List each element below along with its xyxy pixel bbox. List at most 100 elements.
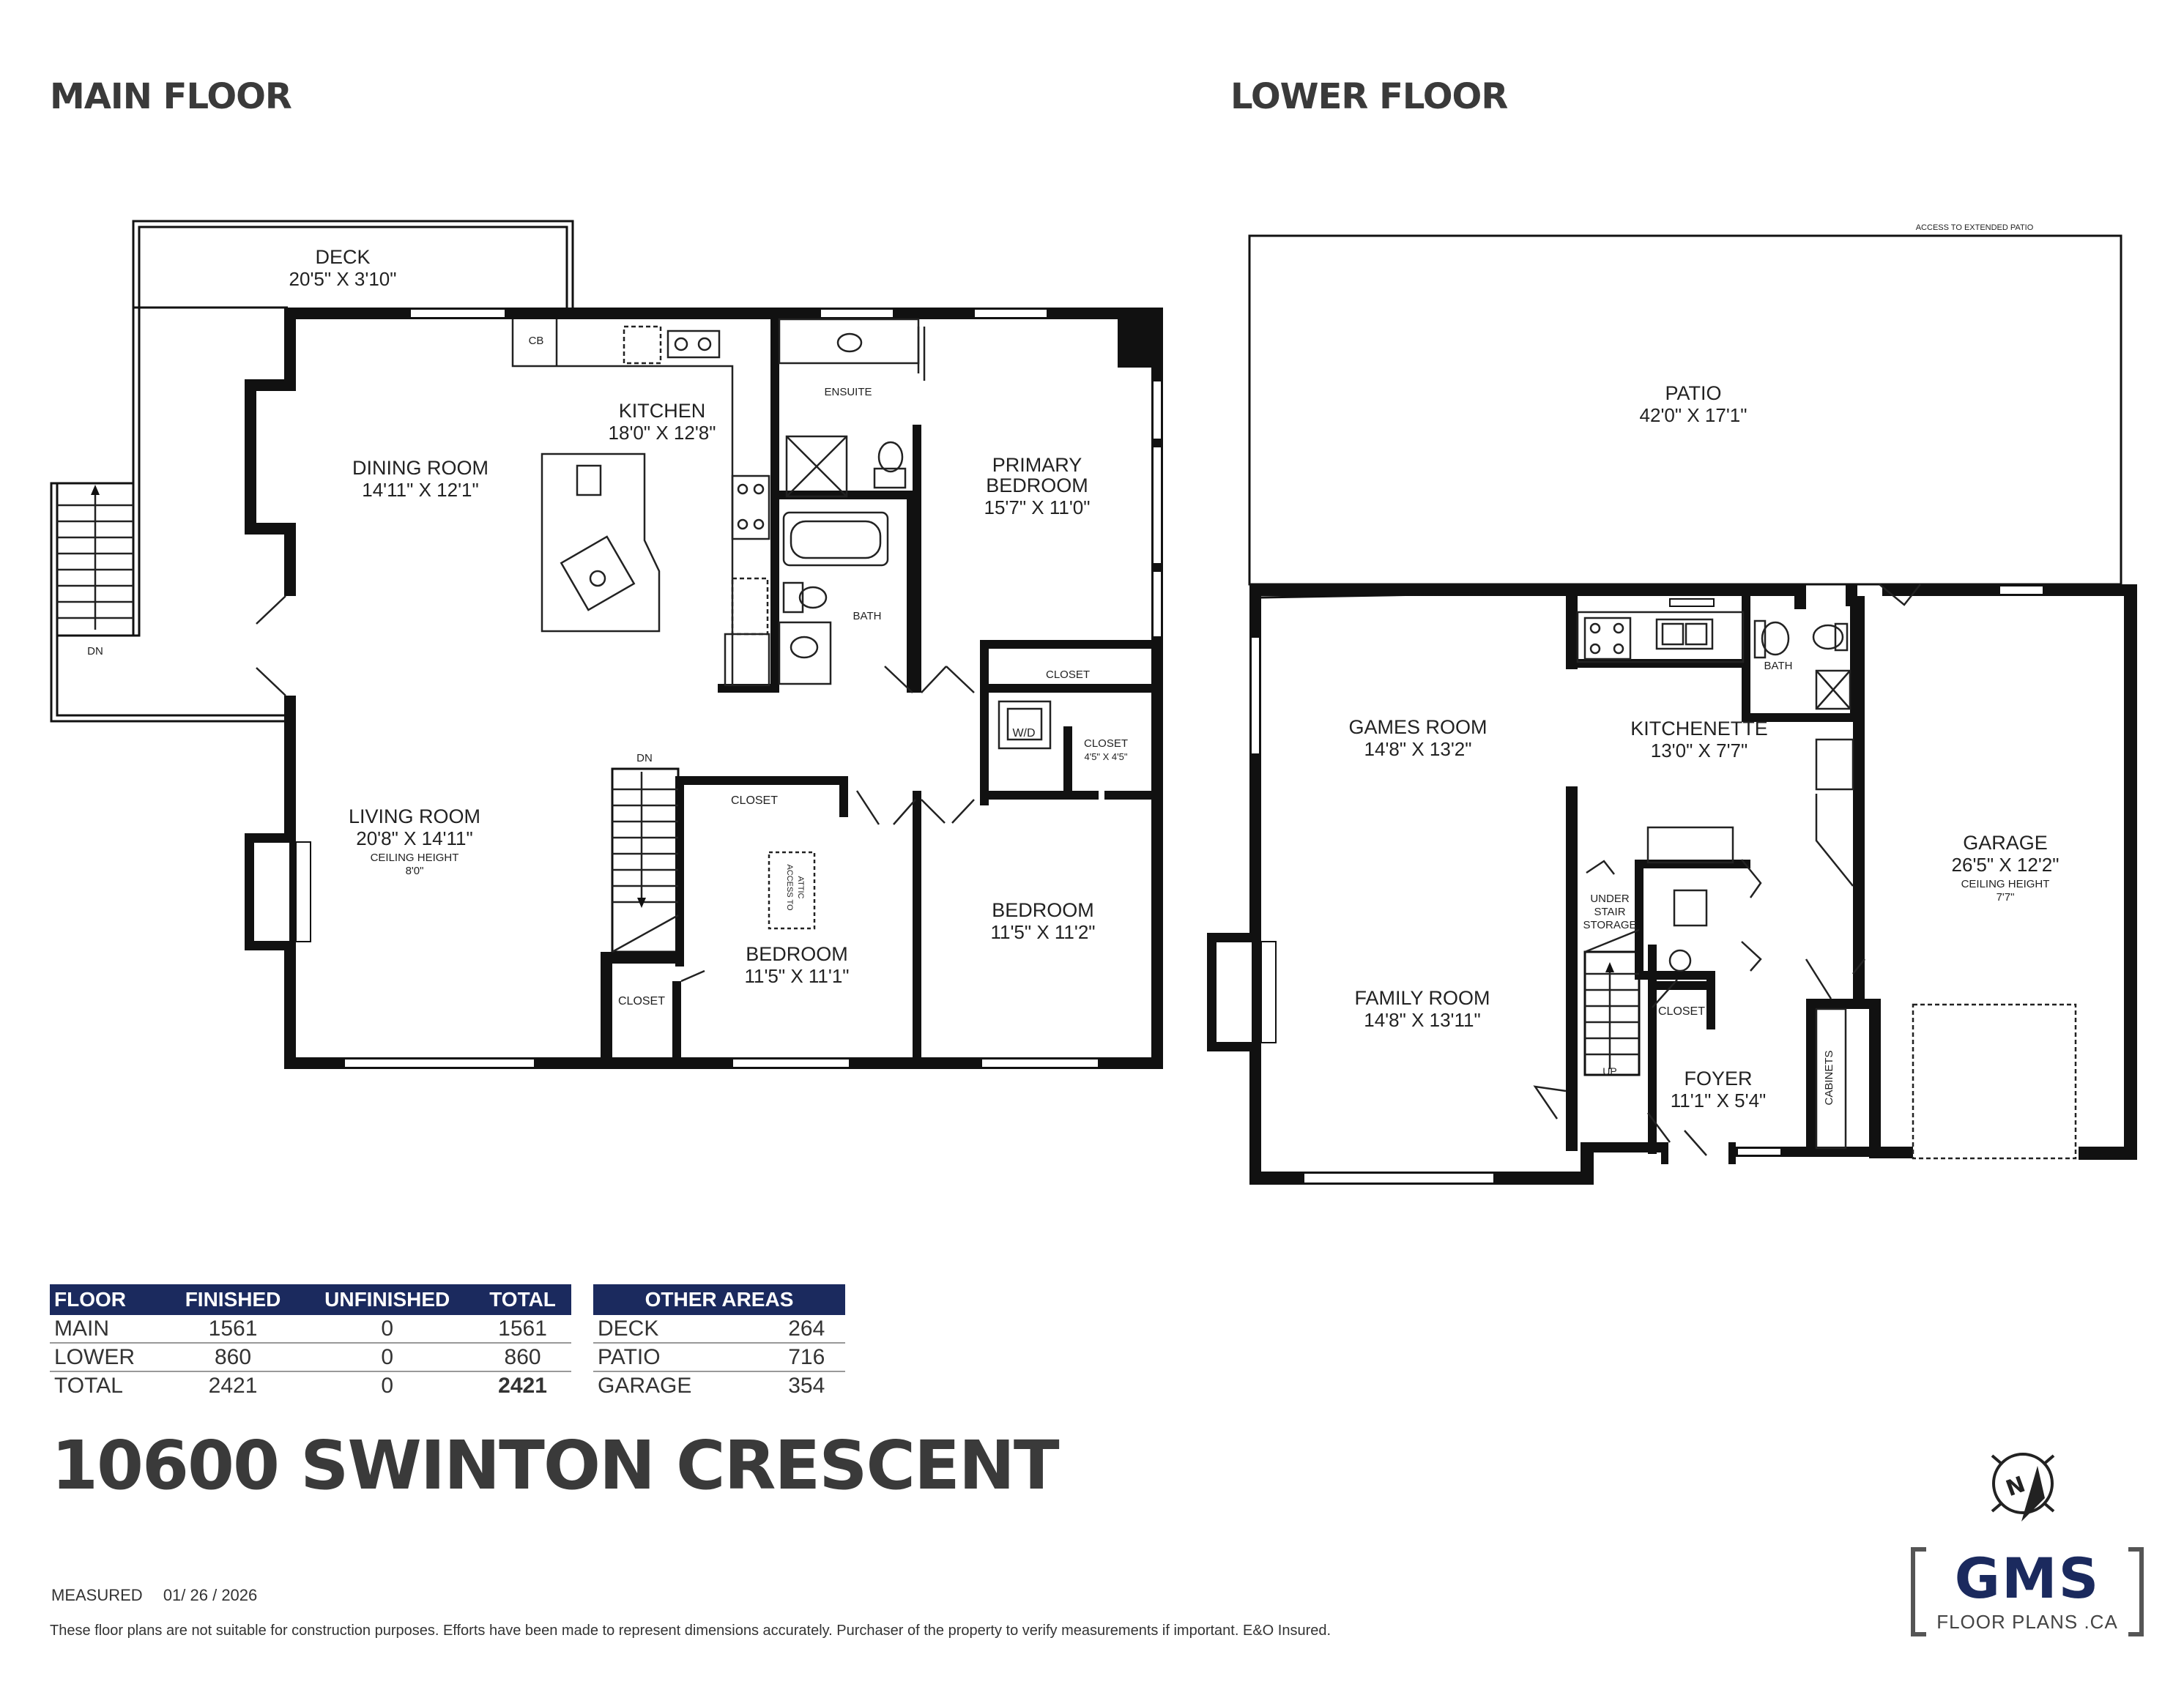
- garage-note-1: CEILING HEIGHT: [1961, 878, 2050, 890]
- dn-label-deck: DN: [87, 645, 103, 658]
- finished-col-header: FINISHED: [165, 1284, 301, 1315]
- kitchen-dim: 18'0" X 12'8": [609, 422, 716, 444]
- lower-doors: [1533, 584, 1921, 1156]
- attic-label-1: ACCESS TO: [785, 864, 794, 911]
- garage-label: GARAGE: [1963, 832, 2048, 854]
- family-label: FAMILY ROOM: [1354, 987, 1490, 1009]
- total-cell: 1561: [474, 1315, 571, 1344]
- floor-cell: LOWER: [50, 1343, 166, 1372]
- other-areas-header: OTHER AREAS: [593, 1284, 845, 1315]
- finished-cell: 2421: [208, 1373, 258, 1398]
- dining-dim: 14'11" X 12'1": [362, 479, 478, 501]
- closet-small-dim: 4'5" X 4'5": [1084, 751, 1127, 762]
- compass-icon: N: [1991, 1453, 2055, 1522]
- main-stairs: [611, 767, 680, 953]
- dining-french-door[interactable]: [256, 595, 286, 696]
- disclaimer-text: These floor plans are not suitable for c…: [50, 1623, 1331, 1639]
- deck-label: DECK: [315, 246, 370, 268]
- kitchenette-fixtures: [1576, 611, 1745, 972]
- foyer-dim: 11'1" X 5'4": [1671, 1090, 1767, 1111]
- table-row: TOTAL 2421 0 2421: [50, 1371, 571, 1399]
- cabinets-label: CABINETS: [1823, 1050, 1835, 1105]
- patio-label: PATIO: [1665, 382, 1721, 404]
- attic-hatch: [768, 851, 816, 930]
- measured-label: MEASURED: [51, 1586, 143, 1604]
- gms-logo: GMS FLOOR PLANS .CA: [1910, 1546, 2144, 1637]
- floor-area-table: FLOOR FINISHED UNFINISHED TOTAL MAIN 156…: [50, 1284, 571, 1399]
- main-interior-walls: [245, 319, 1156, 1069]
- gms-logo-name: GMS: [1954, 1546, 2101, 1611]
- total-col-header: TOTAL: [474, 1284, 571, 1315]
- main-floor-plan: DECK 20'5" X 3'10" CB KITCHEN 18'0" X 12…: [50, 220, 1163, 1069]
- deck-stairs: [57, 485, 133, 630]
- closet-label-stair: CLOSET: [618, 995, 665, 1008]
- bath-label: BATH: [853, 610, 882, 622]
- laundry-closet: [998, 700, 1052, 750]
- area-value-cell: 264: [768, 1315, 845, 1344]
- unfinished-cell: 0: [300, 1343, 475, 1372]
- lower-bath-fixtures: [1753, 619, 1854, 887]
- area-name-cell: DECK: [593, 1315, 768, 1344]
- bathroom-fixtures: [778, 318, 926, 685]
- primary-label-1: PRIMARY: [992, 454, 1082, 476]
- dining-label: DINING ROOM: [352, 457, 489, 479]
- compass-n: N: [2002, 1472, 2029, 1502]
- bedroom1-label: BEDROOM: [746, 943, 848, 965]
- living-label: LIVING ROOM: [349, 805, 480, 827]
- kitchen-label: KITCHEN: [619, 400, 706, 422]
- area-value-cell: 716: [768, 1343, 845, 1372]
- living-dim: 20'8" X 14'11": [356, 827, 472, 849]
- total-cell: 860: [474, 1343, 571, 1372]
- games-dim: 14'8" X 13'2": [1364, 738, 1472, 760]
- table-row: GARAGE 354: [593, 1371, 845, 1399]
- deck-dim: 20'5" X 3'10": [289, 268, 397, 290]
- dn-label-main: DN: [636, 752, 653, 764]
- table-row: DECK 264: [593, 1315, 845, 1344]
- garage: [1815, 1003, 2077, 1160]
- bedroom2-dim: 11'5" X 11'2": [990, 921, 1095, 943]
- up-label: UP: [1602, 1065, 1616, 1077]
- kitchenette-dim: 13'0" X 7'7": [1651, 740, 1747, 761]
- floor-cell: TOTAL: [54, 1373, 123, 1398]
- floor-cell: MAIN: [50, 1315, 166, 1344]
- main-doors: [680, 666, 975, 983]
- closet-label-hall: CLOSET: [731, 794, 778, 807]
- ensuite-label: ENSUITE: [824, 386, 872, 398]
- closet-label-small: CLOSET: [1084, 737, 1128, 750]
- kitchen-fixtures: [511, 319, 770, 687]
- family-dim: 14'8" X 13'11": [1364, 1009, 1480, 1031]
- kitchenette-label: KITCHENETTE: [1630, 718, 1768, 740]
- deck-outline: [50, 220, 574, 723]
- cb-label: CB: [529, 335, 544, 347]
- area-value-cell: 354: [788, 1373, 825, 1398]
- attic-label-2: ATTIC: [796, 876, 805, 899]
- bedroom1-dim: 11'5" X 11'1": [744, 965, 849, 987]
- finished-cell: 860: [165, 1343, 301, 1372]
- bath-label-lower: BATH: [1764, 660, 1793, 672]
- living-note-2: 8'0": [406, 865, 424, 877]
- garage-dim: 26'5" X 12'2": [1952, 854, 2059, 876]
- floor-table-header: FLOOR FINISHED UNFINISHED TOTAL: [50, 1284, 571, 1315]
- patio-dim: 42'0" X 17'1": [1640, 404, 1747, 426]
- lower-windows: [1250, 585, 2079, 1184]
- wd-label: W/D: [1012, 727, 1035, 740]
- main-windows: [343, 308, 1162, 1068]
- garage-note-2: 7'7": [1997, 891, 2015, 904]
- closet-label-primary: CLOSET: [1046, 669, 1090, 681]
- property-address: 10600 SWINTON CRESCENT: [51, 1426, 1060, 1505]
- lower-floor-plan: ACCESS TO EXTENDED PATIO: [1207, 223, 2137, 1185]
- table-row: MAIN 1561 0 1561: [50, 1315, 571, 1344]
- unfinished-col-header: UNFINISHED: [300, 1284, 475, 1315]
- table-row: LOWER 860 0 860: [50, 1343, 571, 1372]
- lower-interior-walls: [1207, 596, 1879, 1154]
- patio-access-label: ACCESS TO EXTENDED PATIO: [1916, 223, 2034, 232]
- under-stair-1: UNDER: [1590, 893, 1630, 905]
- lower-room-labels: PATIO 42'0" X 17'1" GAMES ROOM 14'8" X 1…: [1348, 382, 2059, 1111]
- under-stair-2: STAIR: [1594, 906, 1625, 918]
- floor-col-header: FLOOR: [50, 1284, 166, 1315]
- lower-stairs: [1583, 860, 1641, 1076]
- under-stair-3: STORAGE: [1583, 919, 1636, 931]
- foyer-label: FOYER: [1684, 1068, 1752, 1090]
- unfinished-cell: 0: [381, 1373, 394, 1398]
